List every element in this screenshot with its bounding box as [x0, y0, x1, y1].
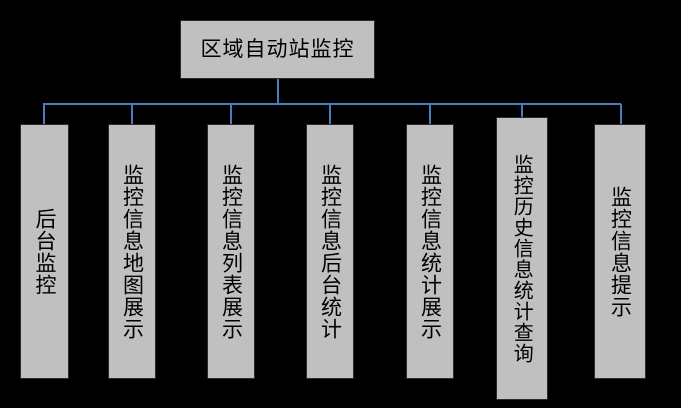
- node-child-5-label: 监控信息统计展示: [418, 163, 443, 340]
- node-root-label: 区域自动站监控: [200, 37, 355, 61]
- node-child-3-label: 监控信息列表展示: [219, 163, 244, 340]
- connector-stem-child-4: [329, 104, 331, 125]
- node-child-7-label: 监控信息提示: [608, 185, 633, 318]
- node-root[interactable]: 区域自动站监控: [180, 20, 375, 79]
- node-child-6[interactable]: 监控历史信息统计查询: [496, 117, 548, 400]
- connector-stem-child-1: [43, 104, 45, 125]
- connector-root-stem: [277, 79, 279, 104]
- node-child-5[interactable]: 监控信息统计展示: [406, 124, 454, 379]
- node-child-7[interactable]: 监控信息提示: [594, 124, 646, 379]
- connector-stem-child-7: [620, 104, 622, 125]
- connector-stem-child-5: [429, 104, 431, 125]
- node-child-1[interactable]: 后台监控: [20, 124, 69, 379]
- connector-stem-child-3: [230, 104, 232, 125]
- connector-horizontal-bus: [43, 103, 621, 105]
- node-child-1-label: 后台监控: [32, 207, 57, 296]
- node-child-4[interactable]: 监控信息后台统计: [306, 124, 354, 379]
- connector-stem-child-2: [131, 104, 133, 125]
- connector-stem-child-6: [521, 104, 523, 118]
- node-child-3[interactable]: 监控信息列表展示: [207, 124, 255, 379]
- node-child-6-label: 监控历史信息统计查询: [510, 153, 535, 364]
- node-child-2-label: 监控信息地图展示: [120, 163, 145, 340]
- node-child-2[interactable]: 监控信息地图展示: [108, 124, 156, 379]
- node-child-4-label: 监控信息后台统计: [318, 163, 343, 340]
